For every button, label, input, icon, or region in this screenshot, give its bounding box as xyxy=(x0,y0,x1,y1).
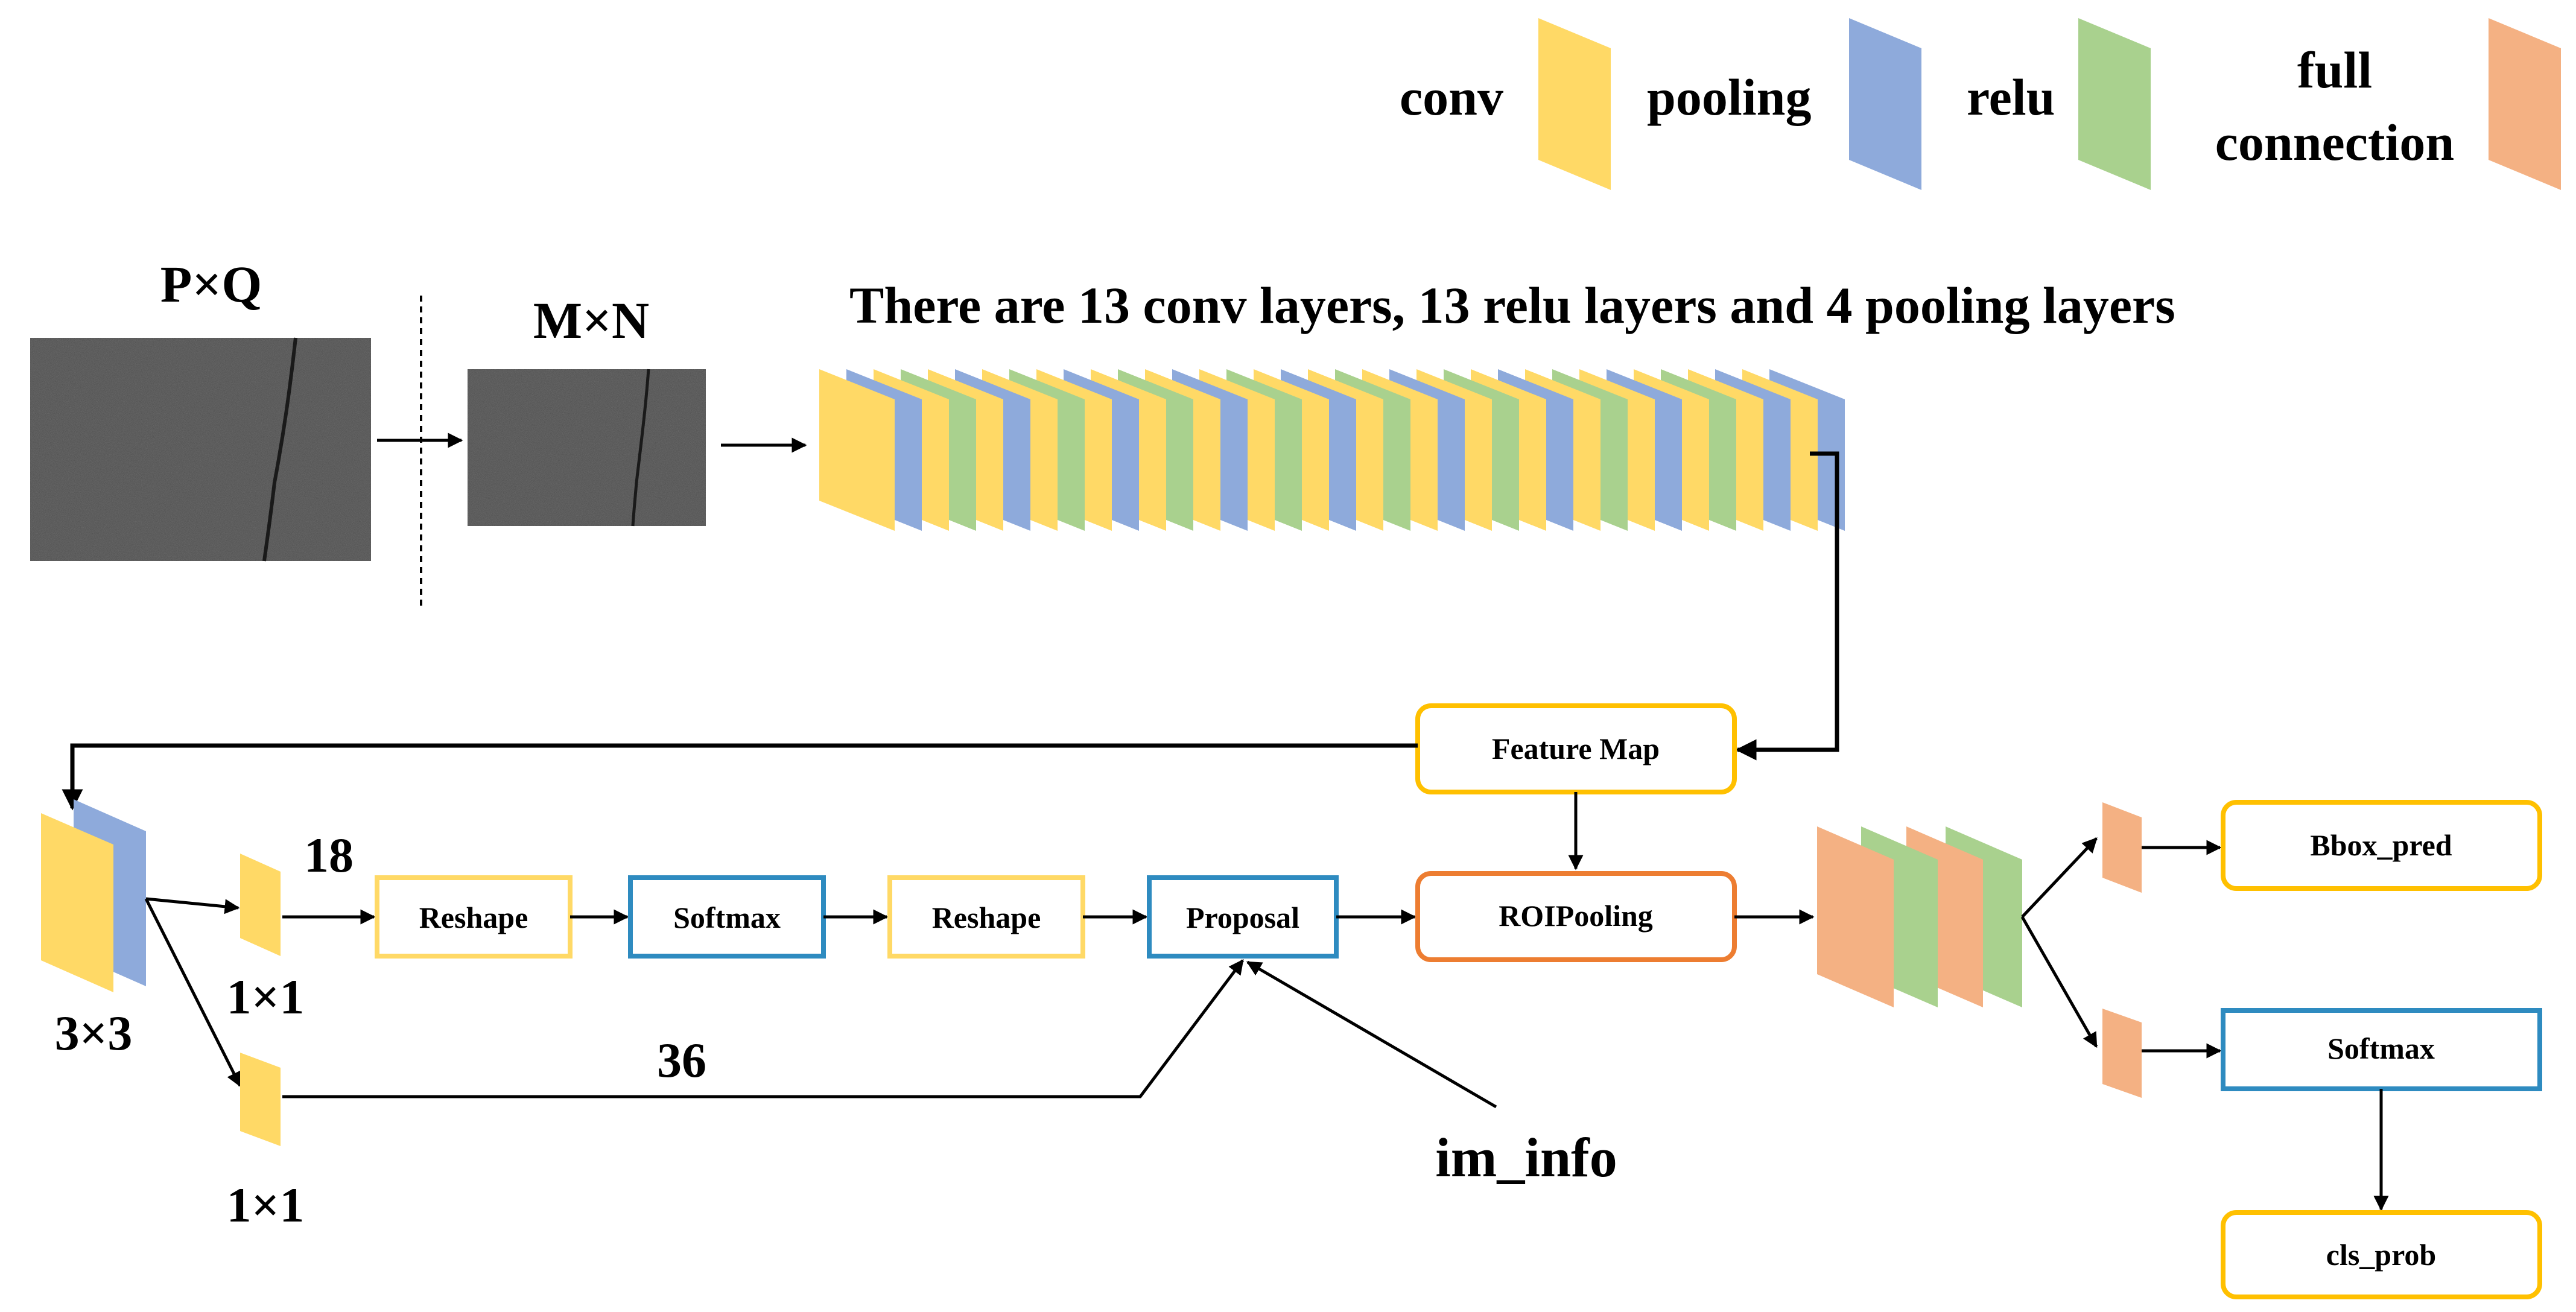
reg-branch-label: 36 xyxy=(657,1033,706,1088)
backbone-caption: There are 13 conv layers, 13 relu layers… xyxy=(849,276,2175,334)
rpn-3x3-conv xyxy=(41,799,146,992)
arrow-reg-to-proposal xyxy=(282,959,1244,1098)
input-image-mn xyxy=(468,369,706,527)
cls-1x1-label: 1×1 xyxy=(227,969,305,1024)
proposal-box: Proposal xyxy=(1147,875,1339,959)
arrow-backbone-to-featuremap xyxy=(1735,451,1839,761)
reshape1-box: Reshape xyxy=(375,875,573,959)
bbox-pred-box: Bbox_pred xyxy=(2221,800,2542,891)
arrow-rpn-to-reg-conv xyxy=(144,898,242,1088)
legend-full-label-1: full xyxy=(2297,41,2372,99)
legend-relu-label: relu xyxy=(1967,68,2055,126)
feature-map-label: Feature Map xyxy=(1492,732,1660,765)
legend-full-label-2: connection xyxy=(2215,113,2455,171)
feature-map-box: Feature Map xyxy=(1415,703,1737,794)
roipooling-label: ROIPooling xyxy=(1499,899,1653,933)
legend-full-connection-swatch xyxy=(2489,18,2561,190)
bbox-fc-layer xyxy=(2102,802,2142,893)
arrow-rpn-to-cls-conv xyxy=(145,897,240,914)
legend: conv pooling relu full connection xyxy=(1400,18,2561,190)
reshape2-box: Reshape xyxy=(887,875,1085,959)
rpn-3x3-label: 3×3 xyxy=(55,1006,133,1060)
softmax1-label: Softmax xyxy=(673,901,781,934)
arrow-featuremap-to-rpn xyxy=(62,743,1418,811)
reshape2-label: Reshape xyxy=(932,901,1041,934)
arrow-fc-to-cls-head xyxy=(2020,916,2098,1048)
arrow-iminfo-to-proposal xyxy=(1246,960,1497,1109)
bbox-pred-label: Bbox_pred xyxy=(2310,828,2452,862)
softmax1-box: Softmax xyxy=(628,875,826,959)
legend-conv-swatch xyxy=(1538,18,1611,190)
legend-pooling-swatch xyxy=(1849,18,1921,190)
legend-pooling-label: pooling xyxy=(1647,68,1811,126)
legend-conv-label: conv xyxy=(1400,68,1503,126)
reg-1x1-label: 1×1 xyxy=(227,1177,305,1232)
mn-label: M×N xyxy=(533,291,649,349)
reg-1x1-conv xyxy=(240,1053,281,1146)
proposal-label: Proposal xyxy=(1186,901,1299,934)
roipooling-box: ROIPooling xyxy=(1415,871,1737,962)
cls-1x1-conv xyxy=(240,854,281,956)
cls-prob-box: cls_prob xyxy=(2221,1210,2542,1299)
im-info-label: im_info xyxy=(1435,1127,1617,1188)
pq-label: P×Q xyxy=(160,255,262,313)
cls-branch-label: 18 xyxy=(304,828,354,883)
backbone-layer-conv xyxy=(819,369,895,531)
softmax2-box: Softmax xyxy=(2221,1008,2542,1091)
softmax2-label: Softmax xyxy=(2327,1032,2435,1065)
arrow-fc-to-bbox-head xyxy=(2021,837,2098,918)
input-image-pq xyxy=(30,337,371,562)
cls-fc-layer xyxy=(2102,1009,2142,1098)
reshape1-label: Reshape xyxy=(419,901,528,934)
cls-prob-label: cls_prob xyxy=(2326,1238,2436,1272)
fc-stack xyxy=(1817,826,2022,1007)
legend-relu-swatch xyxy=(2078,18,2151,190)
backbone-layers xyxy=(819,369,1845,531)
